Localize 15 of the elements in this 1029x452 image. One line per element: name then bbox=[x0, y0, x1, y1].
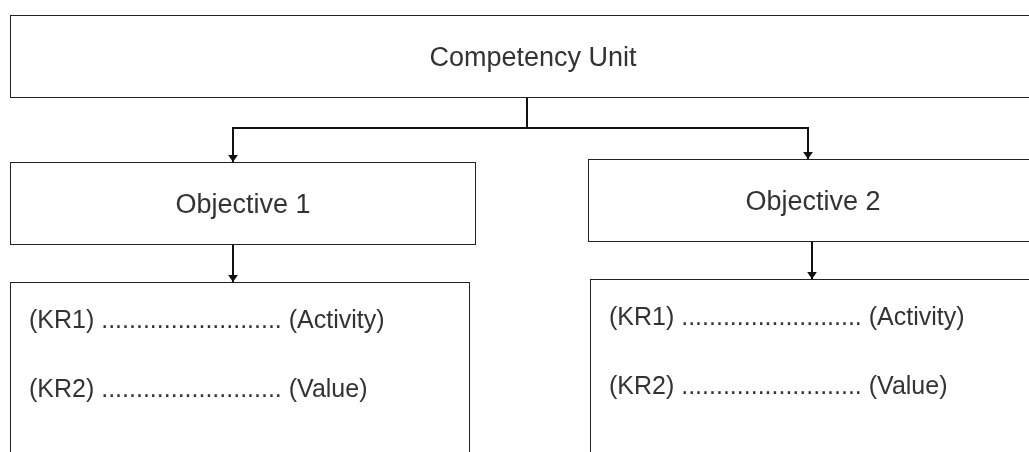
arrow bbox=[807, 241, 817, 280]
box-title: Competency Unit bbox=[428, 41, 638, 72]
key-result-text: (KR2) .......................... (Value) bbox=[609, 371, 948, 400]
process-box bbox=[588, 159, 1029, 242]
key-result-text: (KR1) .......................... (Activity) bbox=[609, 302, 965, 331]
arrow bbox=[228, 244, 238, 283]
key-result-text: (KR2) .......................... (Value) bbox=[29, 374, 368, 403]
key-result-text: (KR1) .......................... (Activity) bbox=[29, 305, 385, 334]
key-results-box bbox=[10, 282, 470, 452]
box-title: Objective 1 bbox=[174, 188, 312, 219]
arrow bbox=[526, 97, 813, 160]
key-results-box bbox=[590, 279, 1029, 452]
box-title: Objective 2 bbox=[744, 185, 882, 216]
process-box bbox=[10, 162, 476, 245]
process-box bbox=[10, 15, 1029, 98]
